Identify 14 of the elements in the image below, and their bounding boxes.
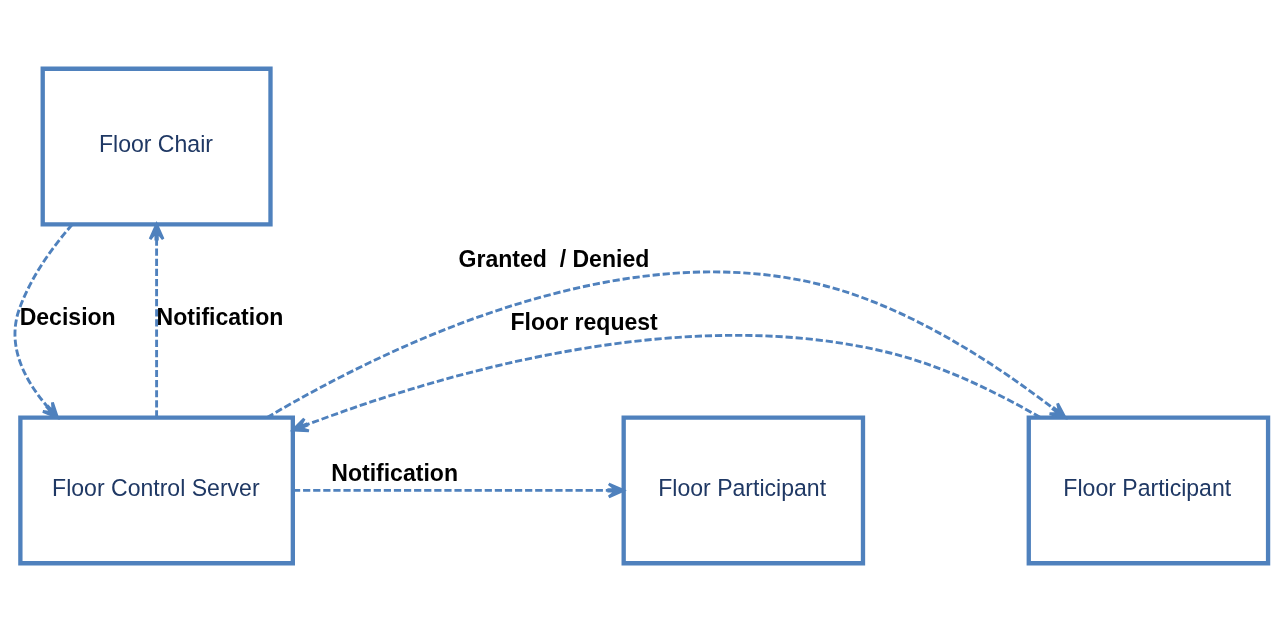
arrow xyxy=(293,482,625,498)
edge-label: Notification xyxy=(331,460,458,486)
arrow xyxy=(266,270,1067,419)
edge-label: Floor request xyxy=(510,308,658,335)
arrow xyxy=(291,333,1041,432)
node-box: Floor Participant xyxy=(621,414,866,565)
edge-label: Decision xyxy=(19,303,116,330)
arrow xyxy=(13,223,74,419)
arrow xyxy=(148,222,165,417)
edge-label: Granted / Denied xyxy=(458,245,650,272)
edge-label: Notification xyxy=(156,303,284,330)
node-box: Floor Control Server xyxy=(18,414,295,565)
node-box: Floor Participant xyxy=(1026,414,1271,565)
node-box: Floor Chair xyxy=(40,66,273,227)
